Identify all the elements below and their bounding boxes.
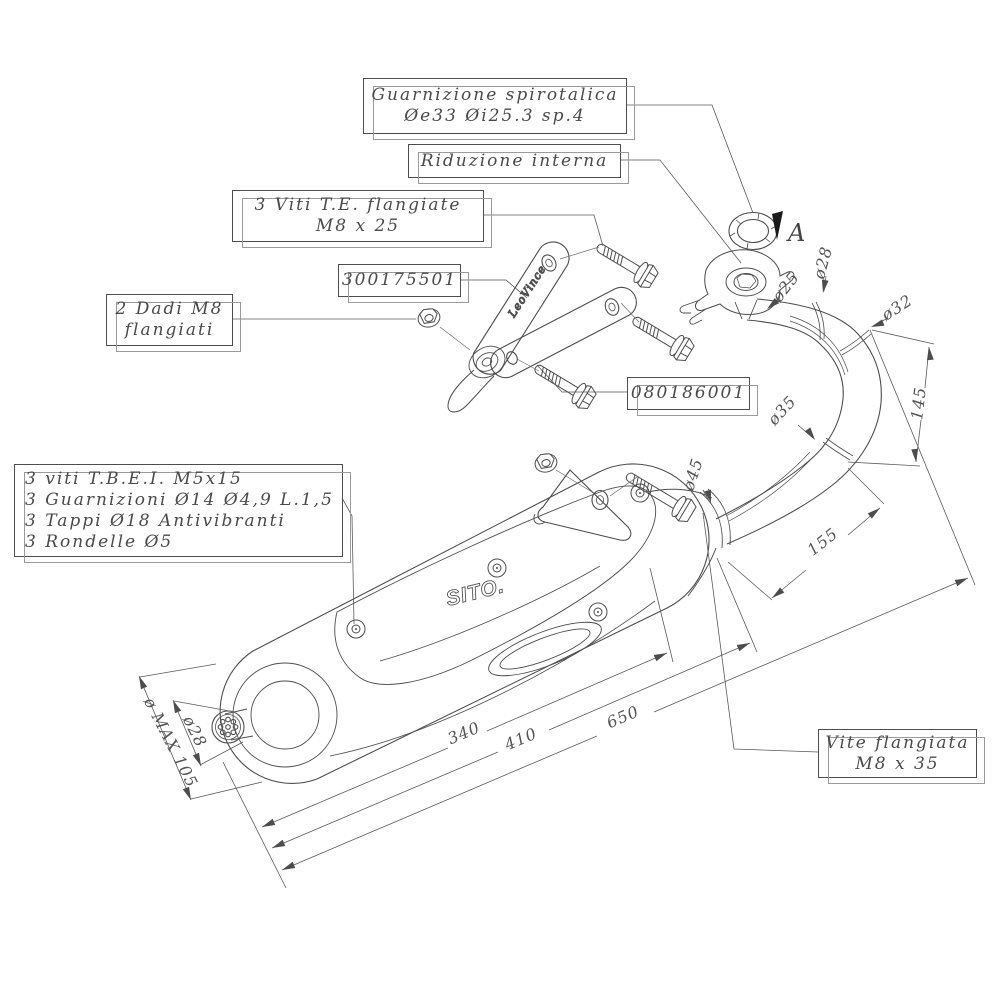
callout-hardware-kit-line1: 3 viti T.B.E.I. M5x15 <box>25 468 243 489</box>
callout-flanged-bolt-line1: Vite flangiata <box>825 732 970 753</box>
callout-hardware-kit-line2: 3 Guarnizioni Ø14 Ø4,9 L.1,5 <box>25 489 334 510</box>
dimension-lines <box>138 275 976 889</box>
flanged-nut-1 <box>415 305 443 331</box>
outlet-perforated-cap <box>211 710 245 744</box>
dim-d45: ø45 <box>678 456 707 494</box>
callout-hardware-kit: 3 viti T.B.E.I. M5x15 3 Guarnizioni Ø14 … <box>14 464 351 563</box>
dim-d32: ø32 <box>877 290 916 324</box>
callout-part-code-2-line1: 080186001 <box>630 383 747 403</box>
bracket-arm-lower <box>490 286 637 379</box>
callout-internal-reduction-line1: Riduzione interna <box>420 150 609 171</box>
callout-part-code-2: 080186001 <box>627 377 758 416</box>
spiral-gasket <box>728 211 778 251</box>
callout-flanged-screws-line1: 3 Viti T.E. flangiate <box>254 195 462 215</box>
pipe-weld-seams <box>811 301 872 461</box>
callout-leader-lines <box>231 104 819 753</box>
callout-gasket-line1: Guarnizione spirotalica <box>371 85 619 105</box>
dim-410: 410 <box>501 724 540 755</box>
pipe-highlight-lines <box>725 315 849 522</box>
muffler-body <box>211 463 731 784</box>
exhaust-pipe <box>715 298 882 545</box>
dim-340: 340 <box>445 718 483 749</box>
callout-internal-reduction: Riduzione interna <box>408 144 629 184</box>
assembly-axis-lines <box>439 246 640 497</box>
dim-155: 155 <box>804 524 842 560</box>
dim-650: 650 <box>604 702 642 733</box>
view-a-marker: A <box>772 211 805 247</box>
callout-gasket: Guarnizione spirotalica Øe33 Øi25.3 sp.4 <box>363 78 635 140</box>
sito-logo: SITO. <box>444 574 507 611</box>
dim-145: 145 <box>907 386 930 422</box>
callout-hardware-kit-line3: 3 Tappi Ø18 Antivibranti <box>25 510 286 531</box>
bolt-m8x25-1 <box>590 235 661 292</box>
muffler-mount-tab <box>533 469 632 541</box>
callout-flanged-nuts-line2: flangiati <box>124 320 215 340</box>
bracket-brand-text: LeoVince <box>505 263 549 321</box>
bolt-m8x25-2 <box>626 308 697 365</box>
callout-part-code-1-line1: 300175501 <box>341 270 458 290</box>
callout-hardware-kit-line4: 3 Rondelle Ø5 <box>25 531 174 552</box>
callout-flanged-nuts: 2 Dadi M8 flangiati <box>106 294 241 352</box>
flanged-nut-2 <box>532 450 560 476</box>
dim-d35: ø35 <box>763 392 800 430</box>
callout-flanged-screws: 3 Viti T.E. flangiate M8 x 25 <box>232 190 492 248</box>
view-a-label: A <box>786 219 805 247</box>
bracket-arm-upper: LeoVince <box>447 241 570 413</box>
rivet-1 <box>346 619 366 639</box>
callout-flanged-screws-line2: M8 x 25 <box>315 216 401 236</box>
callout-flanged-bolt: Vite flangiata M8 x 35 <box>818 729 985 784</box>
rivet-3 <box>588 602 608 622</box>
dimension-arrows <box>135 279 970 874</box>
callout-flanged-bolt-line2: M8 x 35 <box>855 753 940 774</box>
bolt-m8x25-3 <box>528 356 599 413</box>
callout-part-code-1: 300175501 <box>338 264 469 303</box>
dim-d28-top: ø28 <box>809 244 836 282</box>
callout-gasket-line2: Øe33 Øi25.3 sp.4 <box>404 106 586 126</box>
callout-flanged-nuts-line1: 2 Dadi M8 <box>115 299 224 319</box>
